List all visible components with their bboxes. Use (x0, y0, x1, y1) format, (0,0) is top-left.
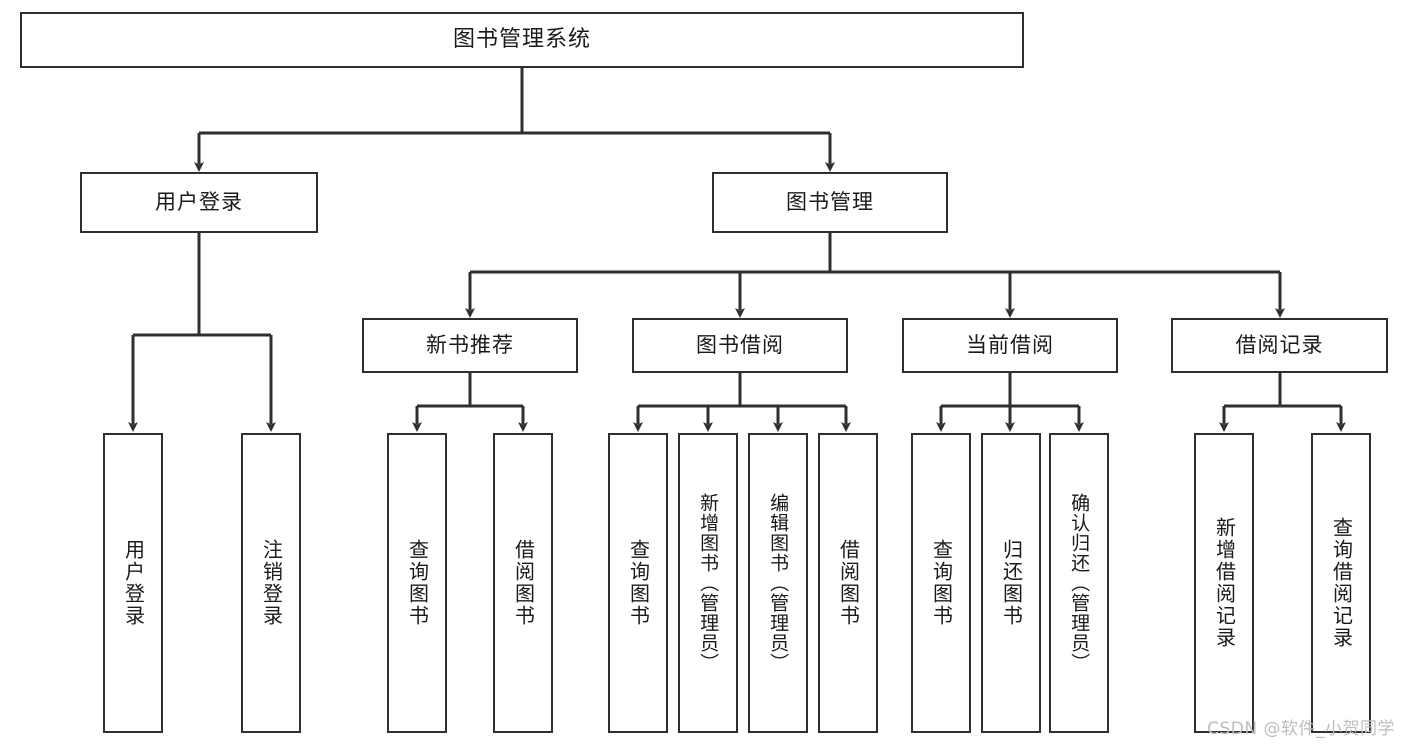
leaf-record-add-borrow-record[interactable]: 新增借阅记录 (1194, 433, 1254, 733)
leaf-label: 归还图书 (999, 539, 1024, 627)
leaf-label: 查询图书 (929, 539, 954, 627)
node-book-borrow[interactable]: 图书借阅 (632, 318, 848, 373)
leaf-newbook-borrow-book[interactable]: 借阅图书 (493, 433, 553, 733)
node-borrow-record[interactable]: 借阅记录 (1171, 318, 1388, 373)
node-user-login[interactable]: 用户登录 (80, 172, 318, 233)
leaf-label: 查询图书 (626, 539, 651, 627)
node-new-book-recommendation[interactable]: 新书推荐 (362, 318, 578, 373)
leaf-label: 查询借阅记录 (1329, 517, 1354, 649)
leaf-current-confirm-return-admin[interactable]: 确认归还（管理员） (1049, 433, 1109, 733)
node-book-management[interactable]: 图书管理 (712, 172, 948, 233)
leaf-newbook-query-book[interactable]: 查询图书 (387, 433, 447, 733)
node-label: 新书推荐 (426, 332, 514, 357)
leaf-label: 新增图书（管理员） (697, 493, 720, 673)
leaf-label: 确认归还（管理员） (1068, 493, 1091, 673)
leaf-label: 注销登录 (259, 539, 284, 627)
node-label: 当前借阅 (966, 332, 1054, 357)
leaf-current-return-book[interactable]: 归还图书 (981, 433, 1041, 733)
node-label: 图书管理系统 (452, 26, 591, 52)
leaf-borrow-edit-book-admin[interactable]: 编辑图书（管理员） (748, 433, 808, 733)
csdn-watermark: CSDN @软件_小贺同学 (1207, 719, 1395, 739)
node-label: 用户登录 (155, 189, 243, 214)
node-label: 图书管理 (786, 189, 874, 214)
leaf-logout[interactable]: 注销登录 (241, 433, 301, 733)
leaf-record-query-borrow-record[interactable]: 查询借阅记录 (1311, 433, 1371, 733)
leaf-borrow-query-book[interactable]: 查询图书 (608, 433, 668, 733)
leaf-label: 借阅图书 (511, 539, 536, 627)
leaf-label: 借阅图书 (836, 539, 861, 627)
leaf-user-login[interactable]: 用户登录 (103, 433, 163, 733)
leaf-borrow-borrow-book[interactable]: 借阅图书 (818, 433, 878, 733)
leaf-label: 查询图书 (405, 539, 430, 627)
node-label: 图书借阅 (696, 332, 784, 357)
leaf-borrow-add-book-admin[interactable]: 新增图书（管理员） (678, 433, 738, 733)
leaf-current-query-book[interactable]: 查询图书 (911, 433, 971, 733)
node-label: 借阅记录 (1235, 332, 1324, 357)
node-current-borrow[interactable]: 当前借阅 (902, 318, 1118, 373)
leaf-label: 编辑图书（管理员） (767, 493, 790, 673)
leaf-label: 新增借阅记录 (1212, 517, 1237, 649)
leaf-label: 用户登录 (121, 539, 146, 627)
node-root-book-management-system[interactable]: 图书管理系统 (20, 12, 1024, 68)
